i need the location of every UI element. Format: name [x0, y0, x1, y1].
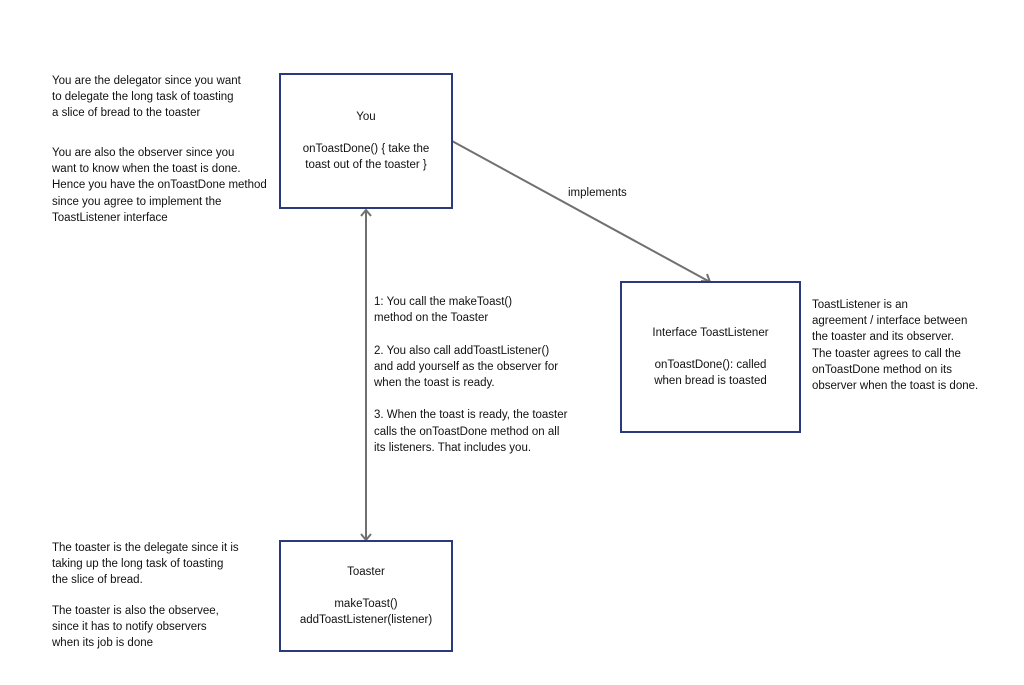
arrowhead-up-icon [360, 208, 372, 217]
note-you-delegator: You are the delegator since you want to … [52, 75, 241, 120]
toaster-box-title: Toaster [347, 565, 385, 578]
interface-box-title: Interface ToastListener [652, 326, 769, 339]
you-box: You onToastDone() { take the toast out o… [279, 73, 453, 209]
note-listener-description: ToastListener is an agreement / interfac… [812, 299, 979, 393]
toaster-box: Toaster makeToast() addToastListener(lis… [279, 540, 453, 652]
note-you-observer: You are also the observer since you want… [52, 147, 267, 224]
implements-connector [451, 140, 711, 283]
note-toaster-delegate: The toaster is the delegate since it is … [52, 542, 239, 587]
interface-box-body: onToastDone(): called when bread is toas… [654, 358, 767, 388]
implements-label: implements [568, 187, 627, 199]
interface-box: Interface ToastListener onToastDone(): c… [620, 281, 801, 433]
you-box-body: onToastDone() { take the toast out of th… [302, 142, 430, 172]
you-box-title: You [356, 110, 376, 123]
note-steps: 1: You call the makeToast() method on th… [374, 296, 568, 454]
toaster-box-body: makeToast() addToastListener(listener) [299, 597, 433, 627]
note-toaster-observee: The toaster is also the observee, since … [52, 605, 219, 650]
